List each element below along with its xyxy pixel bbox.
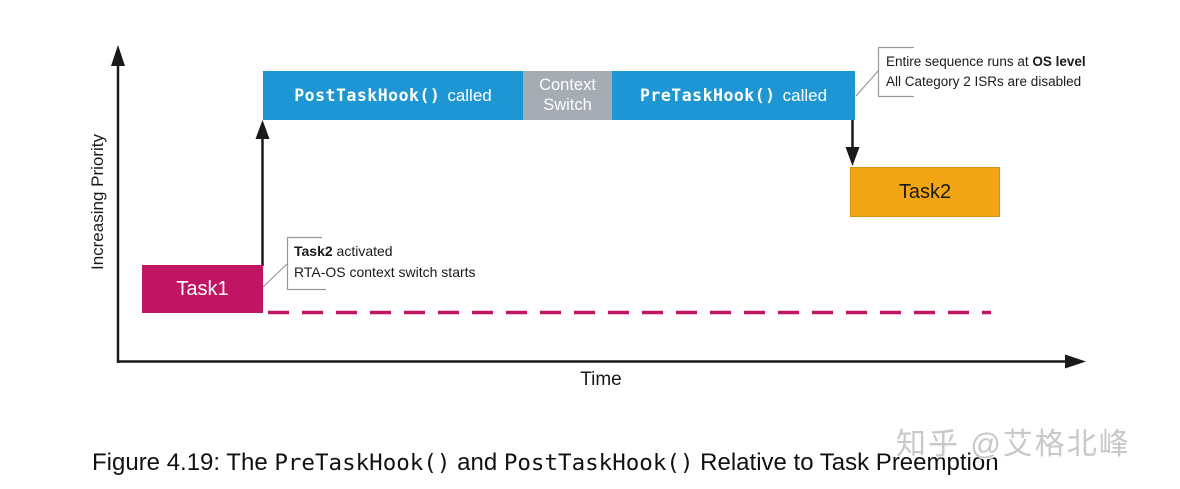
posttaskhook-called-label: called <box>447 85 492 105</box>
task2-label: Task2 <box>898 180 952 203</box>
task1-label: Task1 <box>176 277 229 300</box>
activation-callout-leader-line <box>262 263 288 288</box>
activation-callout-line1: Task2 activated <box>294 241 476 262</box>
figure-caption: Figure 4.19: The PreTaskHook() and PostT… <box>92 449 999 477</box>
pretaskhook-code-label: PreTaskHook() <box>639 86 776 105</box>
task2-box: Task2 <box>850 167 1000 217</box>
activation-callout-task2-bold: Task2 <box>294 243 333 259</box>
y-axis-arrowhead-icon <box>111 45 125 66</box>
dispatch-down-arrowhead-icon <box>845 147 860 166</box>
caption-posttaskhook-code: PostTaskHook() <box>503 450 694 476</box>
oslevel-callout-line1: Entire sequence runs at OS level <box>886 52 1086 72</box>
activation-callout-text: Task2 activated RTA-OS context switch st… <box>294 241 476 283</box>
context-switch-label: Context Switch <box>539 76 596 114</box>
preempt-up-arrowhead-icon <box>255 120 270 139</box>
oslevel-callout-leader-line <box>855 70 879 97</box>
oslevel-callout-line1-prefix: Entire sequence runs at <box>886 54 1033 69</box>
posttaskhook-bar-segment: PostTaskHook() called <box>263 71 523 120</box>
caption-prefix: Figure 4.19: The <box>92 449 275 476</box>
caption-suffix: Relative to Task Preemption <box>693 449 999 476</box>
oslevel-callout-text: Entire sequence runs at OS level All Cat… <box>886 52 1086 92</box>
activation-callout-line1-rest: activated <box>332 243 393 259</box>
y-axis-label: Increasing Priority <box>88 133 107 271</box>
pretaskhook-called-label: called <box>782 85 828 105</box>
caption-middle: and <box>450 449 504 476</box>
context-switch-segment: Context Switch <box>523 71 612 120</box>
posttaskhook-code-label: PostTaskHook() <box>294 86 441 105</box>
task1-box: Task1 <box>142 265 263 313</box>
zhihu-watermark: 知乎 @艾格北峰 <box>896 428 1131 461</box>
activation-callout-line2: RTA-OS context switch starts <box>294 264 476 280</box>
oslevel-callout-oslevel-bold: OS level <box>1032 54 1086 69</box>
caption-pretaskhook-code: PreTaskHook() <box>274 450 451 476</box>
x-axis-arrowhead-icon <box>1065 354 1086 369</box>
x-axis-label: Time <box>580 369 622 390</box>
pretaskhook-bar-segment: PreTaskHook() called <box>612 71 855 120</box>
oslevel-callout-line2: All Category 2 ISRs are disabled <box>886 74 1082 89</box>
